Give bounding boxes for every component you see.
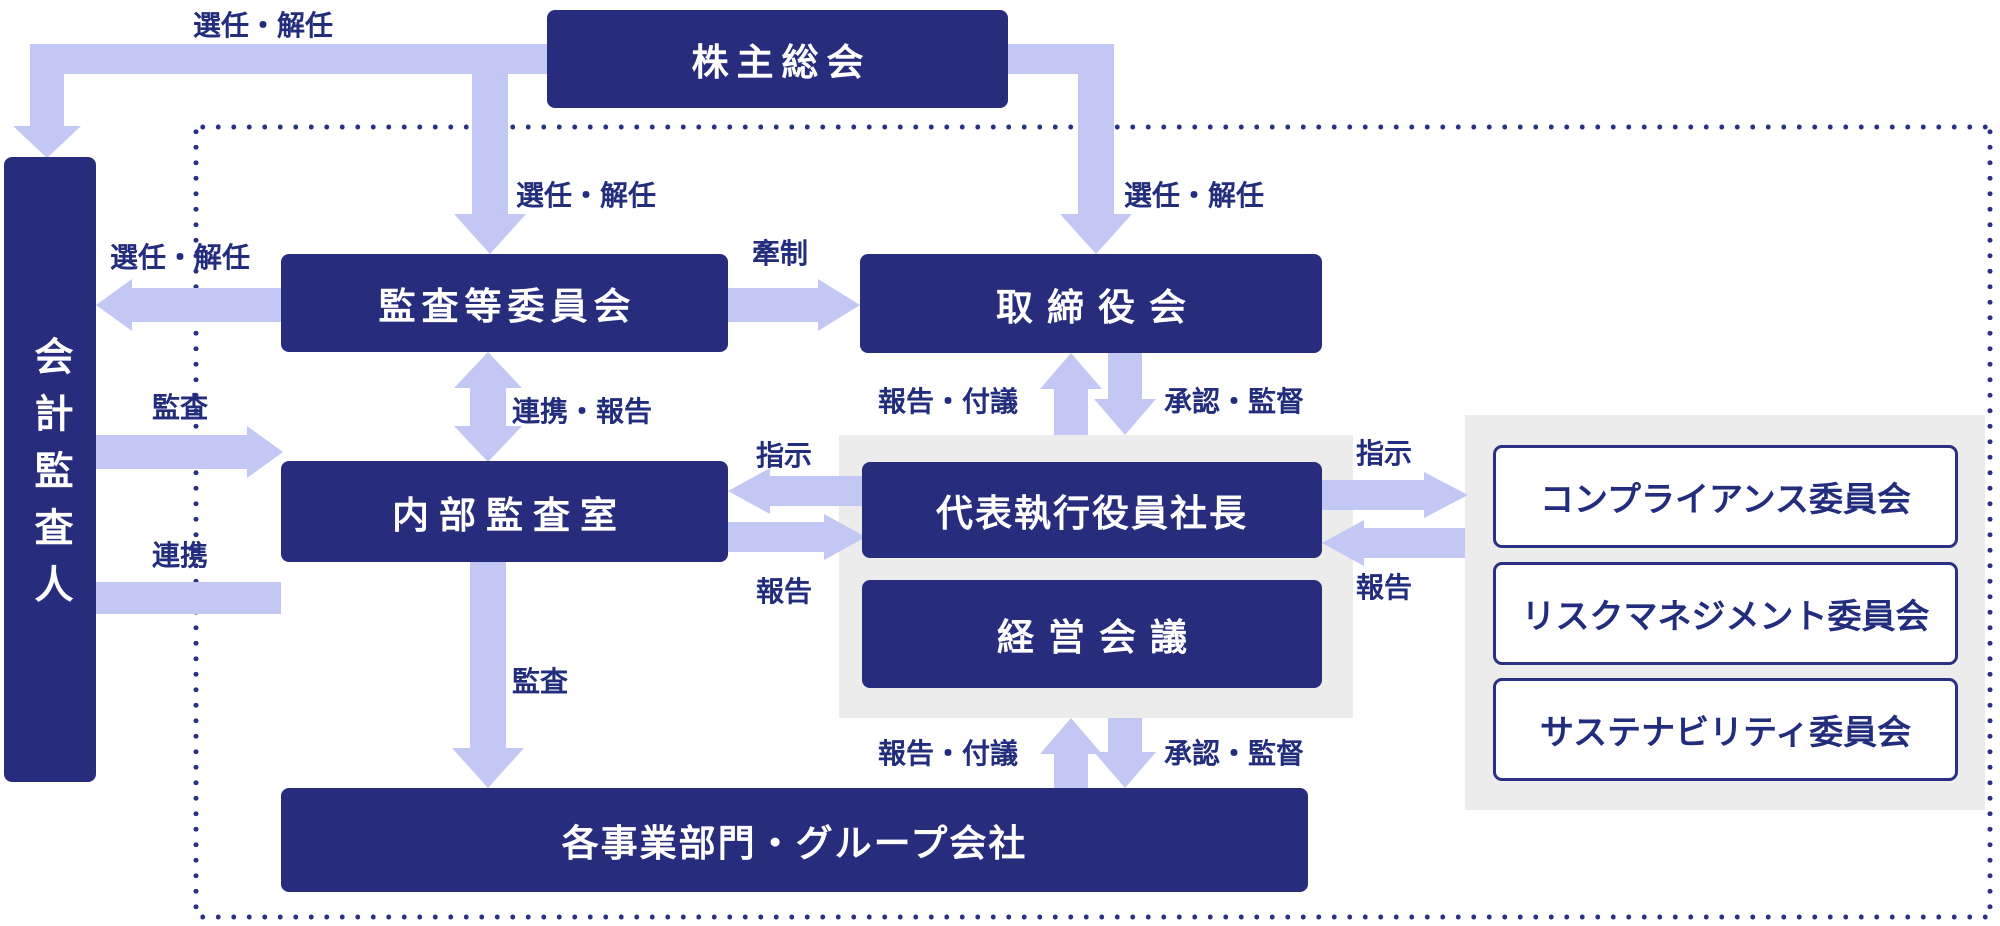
label-instruct-committees: 指示 [1356, 438, 1413, 469]
label-report-submit-bottom: 報告・付議 [878, 738, 1019, 769]
node-business-units-label: 各事業部門・グループ会社 [561, 823, 1028, 864]
node-accounting-auditor: 会計監査人 [4, 157, 96, 782]
label-cooperation-report: 連携・報告 [512, 396, 653, 427]
arrow-shareholders-auditcommittee-shaft [472, 70, 508, 214]
arrow-instruct-internal-head [728, 468, 770, 514]
node-business-units: 各事業部門・グループ会社 [281, 788, 1308, 892]
node-internal-audit: 内部監査室 [281, 461, 728, 562]
node-management-meeting: 経営会議 [862, 580, 1322, 688]
band-cooperation [95, 582, 281, 614]
node-internal-audit-label: 内部監査室 [392, 494, 627, 536]
arrow-approve-bottom-shaft [1108, 718, 1142, 754]
arrow-report-submit-bottom-shaft [1054, 752, 1088, 788]
arrow-shareholders-board-bar [1008, 44, 1114, 74]
dotted-border-bottom [195, 914, 1992, 920]
arrow-instruct-internal-bar [768, 476, 864, 506]
arrow-report-submit-top-shaft [1054, 387, 1088, 435]
dotted-border-right [1987, 124, 1993, 920]
label-appoint-dismiss-by-committee: 選任・解任 [110, 242, 251, 273]
node-risk-management-committee-label: リスクマネジメント委員会 [1521, 598, 1930, 636]
node-audit-committee: 監査等委員会 [281, 254, 728, 352]
node-board: 取締役会 [860, 254, 1322, 353]
node-compliance-committee: コンプライアンス委員会 [1493, 445, 1958, 548]
label-check: 牽制 [752, 238, 809, 269]
node-management-meeting-label: 経営会議 [997, 617, 1201, 658]
arrow-approve-top-shaft [1108, 353, 1142, 401]
arrow-shareholders-board-shaft [1078, 72, 1114, 214]
arrow-coop-report-down-head [454, 426, 522, 462]
arrow-audit-bar [95, 435, 247, 469]
arrow-shareholders-board-head [1060, 214, 1132, 254]
label-appoint-dismiss-auditor: 選任・解任 [193, 10, 334, 41]
arrow-shareholders-auditor-shaft [30, 72, 64, 126]
arrow-committee-auditor-bar [130, 288, 281, 322]
label-audit-by-auditor: 監査 [152, 392, 209, 423]
node-accounting-auditor-label: 会計監査人 [29, 336, 72, 621]
arrow-report-committees-bar [1362, 528, 1465, 558]
arrow-audit-down-head [452, 748, 524, 788]
arrow-approve-top-head [1094, 399, 1156, 435]
arrow-shareholders-auditor-bar [30, 44, 547, 74]
arrow-committee-auditor-head [96, 279, 132, 331]
arrow-check-bar [728, 288, 818, 322]
label-report-submit-top: 報告・付議 [878, 386, 1019, 417]
node-risk-management-committee: リスクマネジメント委員会 [1493, 562, 1958, 665]
arrow-report-submit-bottom-head [1040, 718, 1102, 754]
node-audit-committee-label: 監査等委員会 [378, 286, 637, 327]
label-appoint-dismiss-audit-committee: 選任・解任 [516, 180, 657, 211]
arrow-instruct-committees-bar [1322, 480, 1424, 510]
arrow-report-submit-top-head [1040, 353, 1102, 389]
node-shareholders-label: 株主総会 [691, 42, 872, 83]
label-report-committees: 報告 [1356, 572, 1413, 603]
label-instruct-internal: 指示 [756, 440, 813, 471]
label-audit-down: 監査 [512, 666, 569, 697]
arrow-audit-down-shaft [470, 562, 506, 750]
arrow-shareholders-auditor-head [13, 126, 81, 158]
node-shareholders: 株主総会 [547, 10, 1008, 108]
dotted-border-left [193, 124, 199, 920]
node-compliance-committee-label: コンプライアンス委員会 [1540, 481, 1911, 519]
arrow-report-internal-bar [728, 522, 826, 552]
node-president-label: 代表執行役員社長 [936, 493, 1248, 534]
label-approve-supervise-bottom: 承認・監督 [1164, 738, 1305, 769]
node-sustainability-committee: サステナビリティ委員会 [1493, 678, 1958, 781]
node-president: 代表執行役員社長 [862, 462, 1322, 558]
label-cooperation: 連携 [152, 540, 209, 571]
arrow-shareholders-auditcommittee-head [454, 214, 526, 254]
arrow-coop-report-shaft [470, 386, 506, 428]
arrow-coop-report-up-head [454, 352, 522, 388]
arrow-approve-bottom-head [1094, 752, 1156, 788]
label-appoint-dismiss-board: 選任・解任 [1124, 180, 1265, 211]
label-approve-supervise-top: 承認・監督 [1164, 386, 1305, 417]
node-board-label: 取締役会 [996, 286, 1200, 328]
arrow-check-head [818, 279, 860, 331]
label-report-internal: 報告 [756, 576, 813, 607]
arrow-instruct-committees-head [1424, 472, 1468, 518]
node-sustainability-committee-label: サステナビリティ委員会 [1539, 714, 1912, 752]
arrow-audit-head [247, 426, 283, 478]
